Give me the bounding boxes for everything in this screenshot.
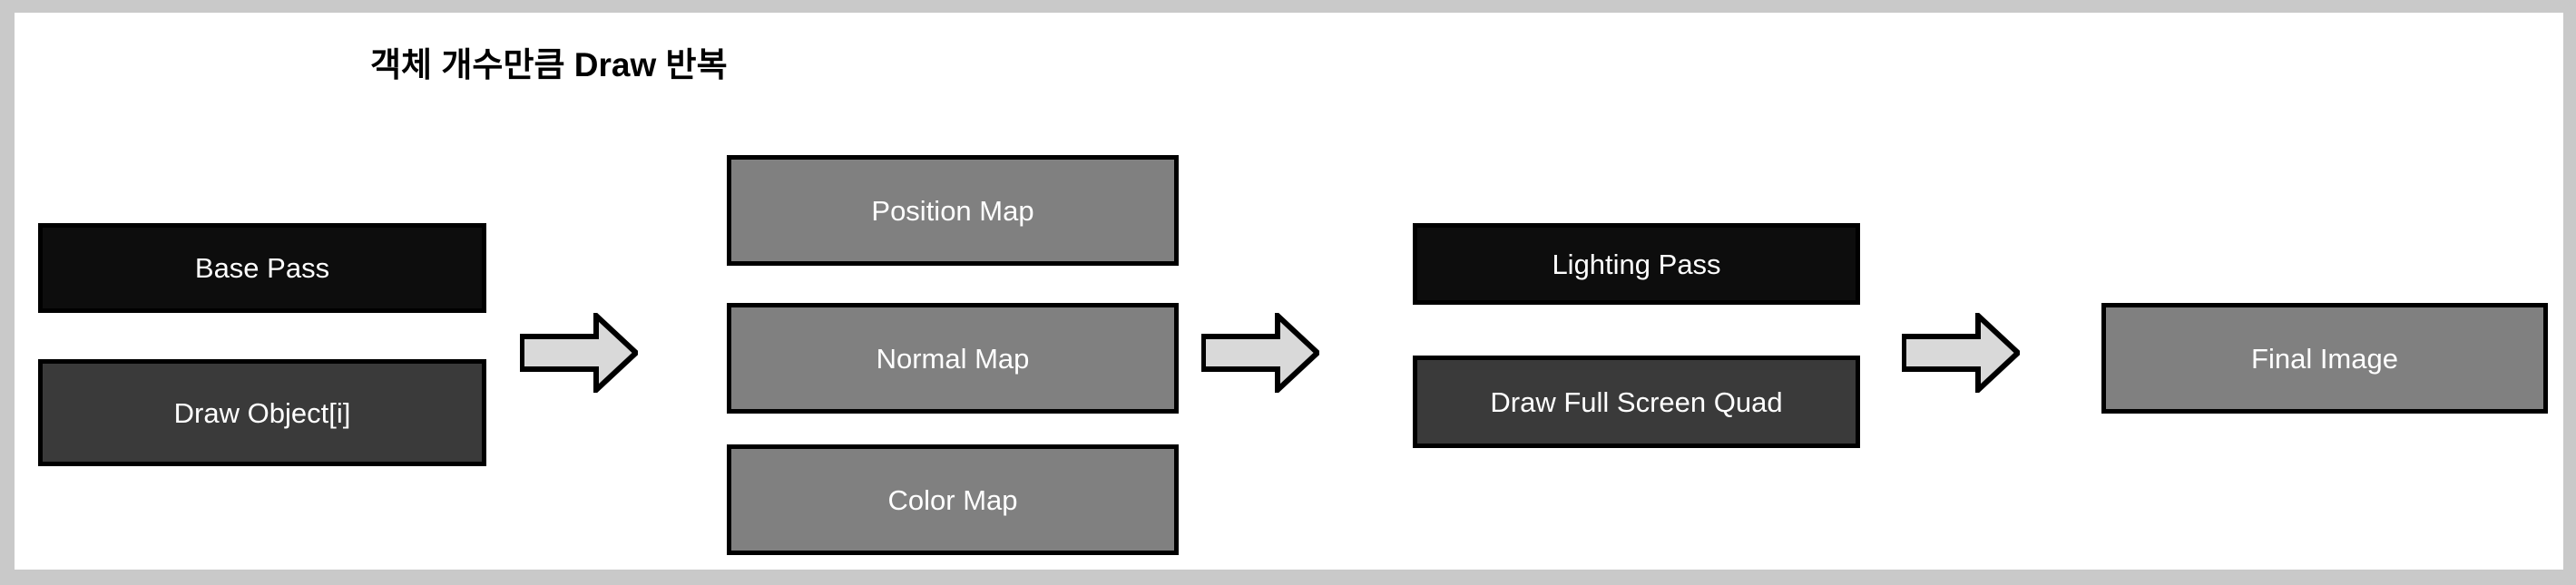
page-title: 객체 개수만큼 Draw 반복 [370, 46, 728, 83]
right-block-arrow-icon [520, 313, 638, 393]
box-final-image[interactable]: Final Image [2101, 303, 2548, 414]
box-position-map[interactable]: Position Map [727, 155, 1179, 266]
box-base-pass[interactable]: Base Pass [38, 223, 486, 313]
right-block-arrow-glyph [1902, 313, 2020, 393]
box-lighting-pass[interactable]: Lighting Pass [1413, 223, 1860, 305]
diagram-page: 객체 개수만큼 Draw 반복 Base Pass Draw Object[i]… [15, 13, 2563, 570]
right-block-arrow-icon [1902, 313, 2020, 393]
right-block-arrow-glyph [1201, 313, 1319, 393]
right-block-arrow-icon [1201, 313, 1319, 393]
box-draw-full-screen-quad[interactable]: Draw Full Screen Quad [1413, 356, 1860, 448]
box-normal-map[interactable]: Normal Map [727, 303, 1179, 414]
right-block-arrow-glyph [520, 313, 638, 393]
box-draw-object[interactable]: Draw Object[i] [38, 359, 486, 466]
box-color-map[interactable]: Color Map [727, 444, 1179, 555]
